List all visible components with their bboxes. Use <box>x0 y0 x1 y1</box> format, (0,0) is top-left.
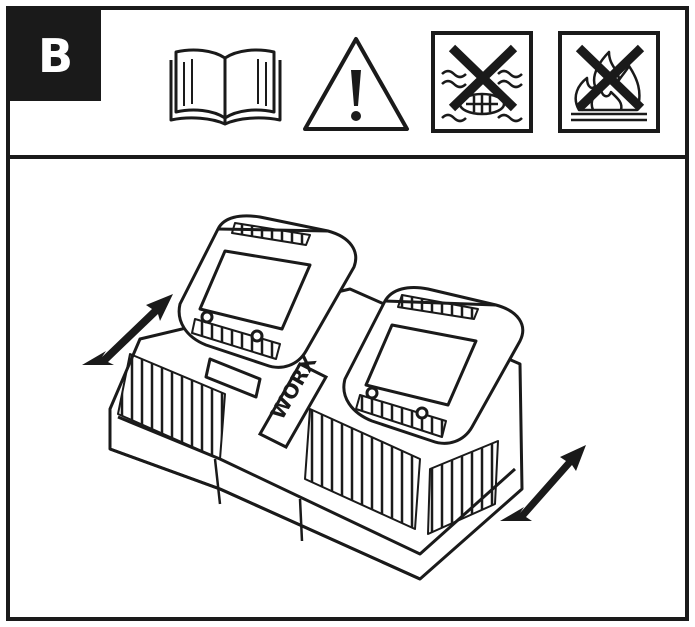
charger-illustration: WORX <box>10 159 685 617</box>
slide-arrow-right <box>500 445 586 521</box>
battery-right <box>342 286 525 445</box>
no-water-icon <box>430 30 534 134</box>
battery-left <box>177 214 358 399</box>
slide-arrow-left <box>82 294 173 365</box>
warning-icon <box>300 34 412 134</box>
no-fire-icon <box>557 30 661 134</box>
figure-frame: B <box>6 6 689 621</box>
header-divider <box>10 155 685 159</box>
read-manual-icon <box>168 40 283 126</box>
figure-label: B <box>10 10 101 101</box>
